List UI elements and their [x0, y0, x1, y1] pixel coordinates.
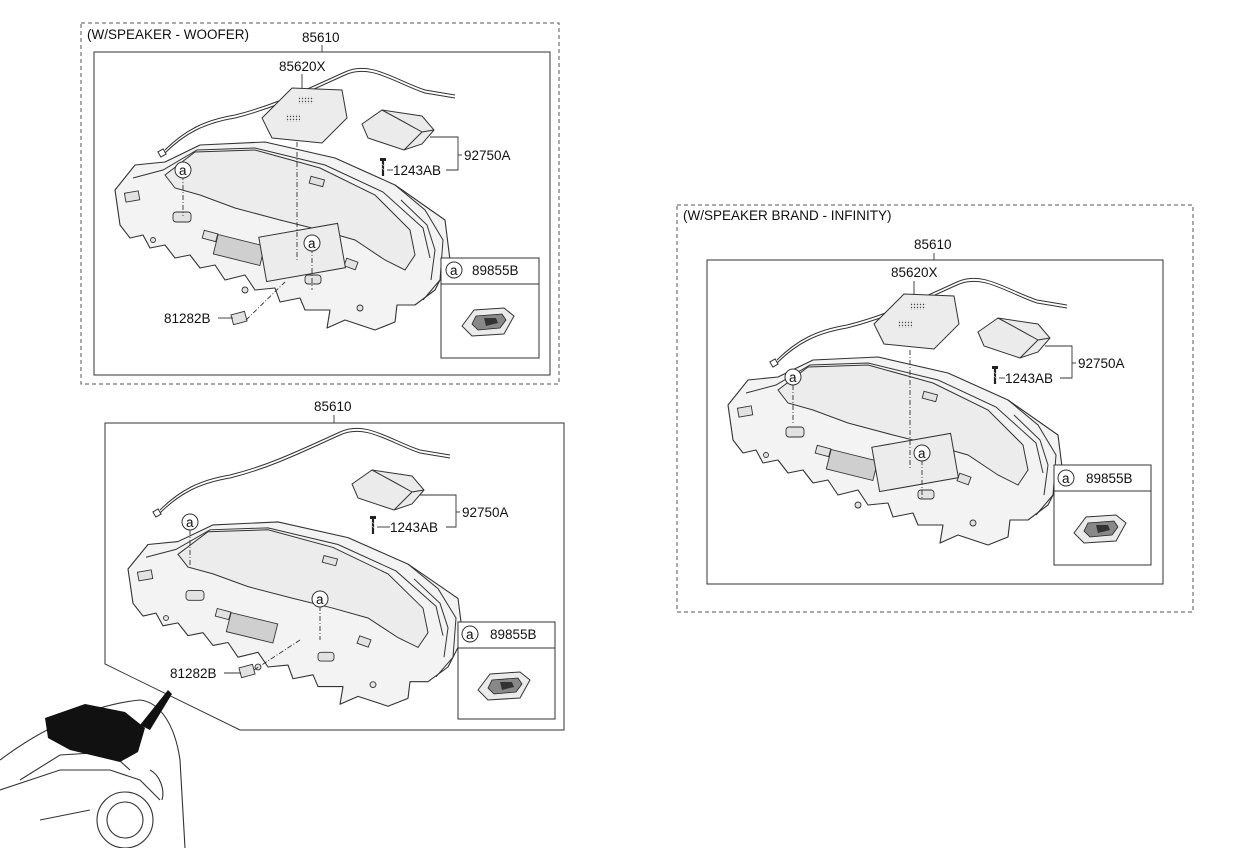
woofer-bracket-label: 92750A — [464, 148, 511, 163]
woofer-clip-detail-box: a 89855B — [440, 257, 540, 359]
woofer-clip-label: 81282B — [164, 311, 211, 326]
ref-marker-a — [311, 590, 329, 608]
ref-marker-a — [784, 368, 802, 386]
base-tray-illustration: a a — [127, 427, 464, 707]
speaker-cover-85620X — [873, 293, 960, 350]
svg-text:a: a — [789, 370, 797, 385]
svg-text:a: a — [1062, 471, 1070, 486]
bracket-92750A — [351, 469, 425, 511]
base-assembly-frame — [104, 422, 565, 731]
svg-text:a: a — [316, 592, 324, 607]
woofer-screw-label: 1243AB — [393, 163, 441, 178]
ref-marker-a — [303, 234, 321, 252]
bracket-92750A — [361, 109, 435, 151]
base-bracket-label: 92750A — [462, 505, 509, 520]
ref-marker-a — [181, 513, 199, 531]
base-assembly-label: 85610 — [314, 399, 352, 414]
clip-81282B — [238, 663, 256, 679]
svg-text:a: a — [450, 263, 458, 278]
woofer-assembly-label: 85610 — [302, 30, 340, 45]
infinity-screw-label: 1243AB — [1005, 371, 1053, 386]
woofer-tray-illustration: a a — [114, 67, 456, 331]
woofer-clip-part-label: 89855B — [472, 263, 519, 278]
woofer-assembly-frame — [93, 51, 551, 376]
panel-base: 85610 a a 92750A 1243AB 81282B — [104, 399, 565, 731]
screw-1243AB — [378, 156, 388, 178]
clip-81282B — [230, 310, 248, 326]
svg-text:a: a — [466, 627, 474, 642]
car-location-illustration — [0, 690, 186, 848]
infinity-assembly-frame — [706, 259, 1164, 585]
infinity-assembly-label: 85610 — [914, 237, 952, 252]
svg-text:a: a — [918, 446, 926, 461]
bracket-92750A — [977, 317, 1051, 359]
infinity-tray-illustration: a a — [727, 277, 1068, 546]
woofer-dashed-frame — [80, 22, 560, 385]
infinity-title: (W/SPEAKER BRAND - INFINITY) — [683, 208, 892, 223]
screw-1243AB — [368, 514, 378, 536]
svg-text:a: a — [308, 236, 316, 251]
infinity-clip-detail-box: a 89855B — [1053, 464, 1152, 566]
base-clip-detail-box: a 89855B — [457, 621, 556, 720]
panel-woofer: (W/SPEAKER - WOOFER) 85610 85620X a a 92… — [80, 22, 560, 385]
screw-1243AB — [990, 364, 1000, 386]
speaker-cover-85620X — [261, 87, 348, 144]
infinity-bracket-label: 92750A — [1078, 356, 1125, 371]
ref-marker-a — [913, 444, 931, 462]
woofer-title: (W/SPEAKER - WOOFER) — [87, 27, 249, 42]
svg-text:a: a — [186, 515, 194, 530]
woofer-cover-label: 85620X — [279, 59, 326, 74]
base-screw-label: 1243AB — [390, 520, 438, 535]
svg-text:a: a — [179, 163, 187, 178]
infinity-cover-label: 85620X — [891, 265, 938, 280]
ref-marker-a — [174, 161, 192, 179]
infinity-clip-part-label: 89855B — [1086, 471, 1133, 486]
panel-infinity: (W/SPEAKER BRAND - INFINITY) 85610 85620… — [676, 204, 1194, 613]
base-clip-label: 81282B — [170, 666, 217, 681]
base-clip-part-label: 89855B — [490, 627, 537, 642]
